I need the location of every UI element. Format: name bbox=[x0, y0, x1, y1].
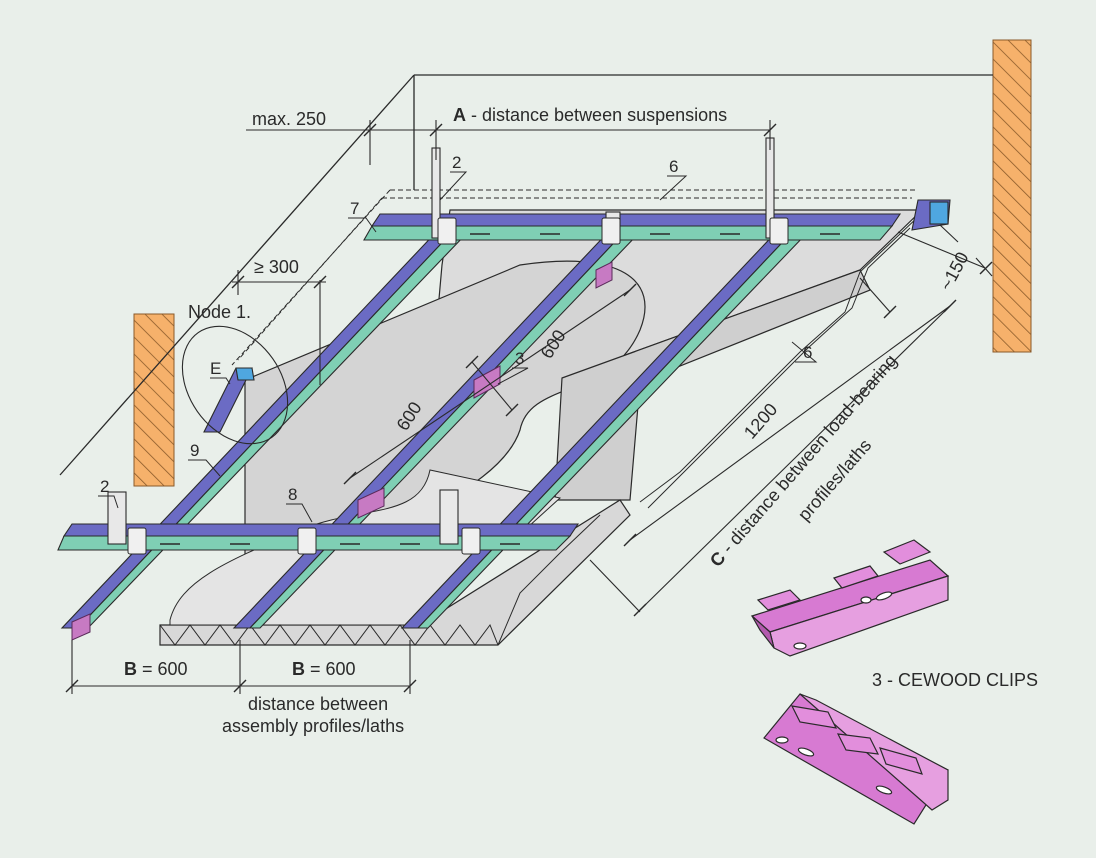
cewood-clip-top bbox=[750, 539, 950, 657]
profile-slots bbox=[160, 233, 840, 545]
label-distance-b-line1: distance between bbox=[248, 694, 388, 714]
label-item-2-left: 2 bbox=[100, 477, 109, 496]
label-distance-b-line2: assembly profiles/laths bbox=[222, 716, 404, 736]
hanger-bottom-1 bbox=[107, 491, 127, 545]
node1-ellipse bbox=[181, 325, 289, 445]
label-b1-value: = 600 bbox=[137, 659, 188, 679]
edge-profile-left-top bbox=[235, 367, 255, 381]
dimension-lines bbox=[71, 120, 993, 694]
connector bbox=[461, 527, 481, 555]
label-b2: B = 600 bbox=[292, 659, 356, 679]
leader-lines bbox=[98, 171, 818, 523]
clip-small bbox=[595, 261, 613, 289]
hanger-bottom-2 bbox=[439, 489, 459, 545]
label-distance-a: A - distance between suspensions bbox=[453, 105, 727, 125]
dimension-ticks bbox=[65, 123, 993, 693]
label-b1-letter: B bbox=[124, 659, 137, 679]
label-item-2-top: 2 bbox=[452, 153, 461, 172]
label-a-text: - distance between suspensions bbox=[466, 105, 727, 125]
cewood-clip-bottom bbox=[763, 693, 949, 825]
edge-profile-right-end bbox=[929, 201, 949, 225]
label-distance-c: C - distance between load-bearing bbox=[706, 351, 901, 571]
label-item-8: 8 bbox=[288, 485, 297, 504]
label-a-letter: A bbox=[453, 105, 466, 125]
ceiling-outline bbox=[59, 74, 993, 476]
label-approx-150: ~150 bbox=[936, 249, 973, 294]
label-b1: B = 600 bbox=[124, 659, 188, 679]
label-node1: Node 1. bbox=[188, 302, 251, 322]
connectors bbox=[127, 217, 789, 555]
connector bbox=[437, 217, 457, 245]
label-item-6-right: 6 bbox=[803, 343, 812, 362]
label-b2-letter: B bbox=[292, 659, 305, 679]
connector bbox=[769, 217, 789, 245]
left-wall bbox=[133, 313, 175, 487]
hidden-edges bbox=[231, 189, 918, 366]
label-b2-value: = 600 bbox=[305, 659, 356, 679]
clip-small bbox=[357, 487, 385, 519]
label-item-6-top: 6 bbox=[669, 157, 678, 176]
label-item-7: 7 bbox=[350, 199, 359, 218]
connector bbox=[601, 217, 621, 245]
label-item-3: 3 bbox=[515, 349, 524, 368]
label-cewood-clips: 3 - CEWOOD CLIPS bbox=[872, 670, 1038, 690]
label-item-9: 9 bbox=[190, 441, 199, 460]
label-e: E bbox=[210, 359, 221, 378]
board-edges bbox=[159, 214, 921, 646]
connector bbox=[297, 527, 317, 555]
clip-small bbox=[71, 613, 91, 641]
right-wall bbox=[992, 39, 1032, 353]
label-min-300: ≥ 300 bbox=[254, 257, 299, 277]
label-max-250: max. 250 bbox=[252, 109, 326, 129]
connector bbox=[127, 527, 147, 555]
cross-top-teal bbox=[363, 225, 894, 241]
label-c-text: - distance between load-bearing bbox=[714, 351, 900, 561]
